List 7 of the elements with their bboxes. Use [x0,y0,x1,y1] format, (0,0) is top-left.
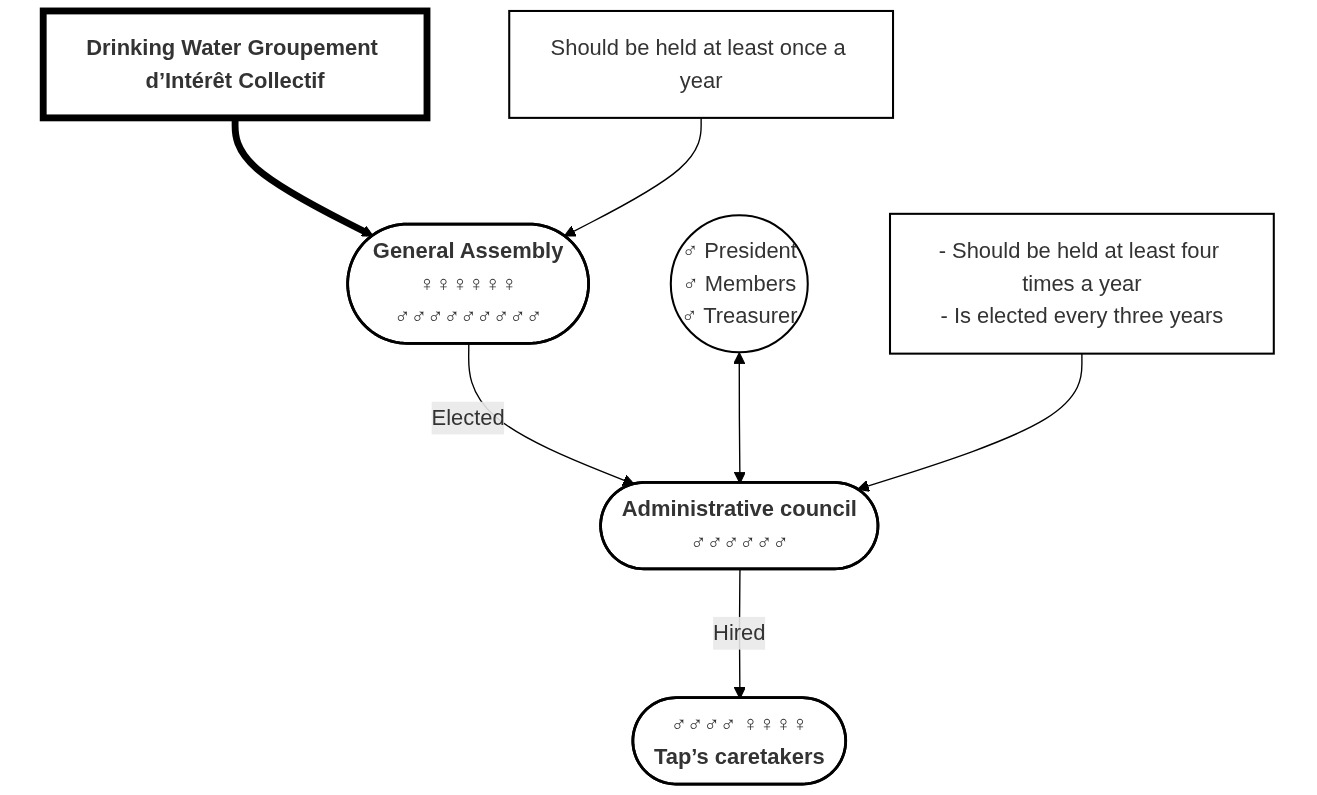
edge-label: Elected [431,405,505,430]
arrow [563,117,702,237]
node-circle: ♂ President ♂ Members ♂ Treasurer [669,214,809,354]
node-box: - Should be held at least four times a year - Is elected every three years [888,212,1275,355]
edge-label: Hired [713,620,766,645]
node-box: Should be held at least once a year [508,9,895,119]
node-box: Drinking Water Groupement d’Intérêt Collectif [39,7,431,122]
